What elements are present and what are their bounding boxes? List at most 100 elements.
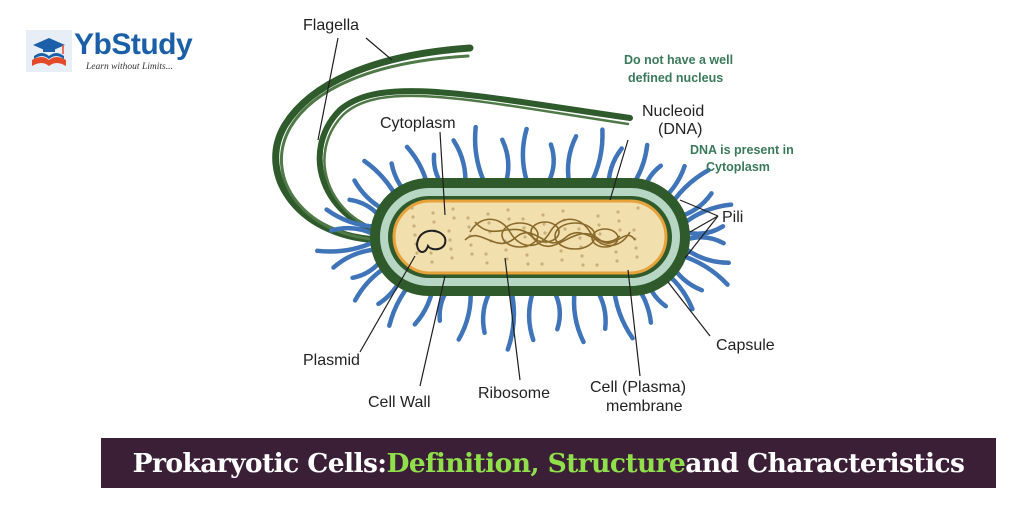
ribosome <box>486 212 490 216</box>
ribosome <box>431 211 435 215</box>
plasmid-loop <box>416 229 447 253</box>
nucleoid-dna <box>464 218 636 250</box>
ribosome <box>452 216 456 220</box>
ribosome <box>469 243 473 247</box>
ribosome <box>448 238 452 242</box>
label-cytoplasm: Cytoplasm <box>380 115 456 132</box>
ribosome <box>523 235 527 239</box>
banner-title-part3: and Characteristics <box>685 447 965 479</box>
pilus <box>472 124 488 187</box>
ribosome <box>563 227 567 231</box>
ribosome <box>581 263 585 267</box>
flagella <box>272 44 633 244</box>
note-nucleus-line1: Do not have a well <box>624 53 733 67</box>
ribosome <box>543 231 547 235</box>
pilus <box>571 287 586 345</box>
graduation-cap-book-icon <box>26 30 72 72</box>
cell-body <box>370 178 690 296</box>
ribosome <box>411 215 415 219</box>
ribosome <box>616 210 620 214</box>
ribosome <box>467 225 471 229</box>
ribosome <box>617 219 621 223</box>
leader-lines <box>317 37 719 387</box>
prokaryotic-cell-diagram: Flagella Cytoplasm Nucleoid (DNA) Pili C… <box>272 17 794 415</box>
ribosome <box>577 227 581 231</box>
ribosome <box>412 224 416 228</box>
pilus <box>526 289 536 343</box>
ybstudy-logo[interactable]: YbStudy Learn without Limits... <box>26 28 216 75</box>
ribosome <box>413 233 417 237</box>
ribosome <box>634 246 638 250</box>
note-dna-line2: Cytoplasm <box>706 160 770 174</box>
ribosome <box>484 252 488 256</box>
ribosome <box>506 208 510 212</box>
ribosome <box>410 206 414 210</box>
pilus <box>683 235 726 246</box>
cytoplasm-region <box>392 199 668 275</box>
ribosome <box>507 217 511 221</box>
ribosome <box>598 232 602 236</box>
pilus <box>520 126 530 185</box>
ribosome <box>541 213 545 217</box>
label-membrane: membrane <box>606 398 683 415</box>
ribosome <box>525 253 529 257</box>
pilus <box>315 239 377 254</box>
pilus <box>500 137 511 185</box>
banner-title-part1: Prokaryotic Cells: <box>132 447 387 479</box>
ribosome <box>540 262 544 266</box>
ribosome <box>447 229 451 233</box>
ribosome <box>560 258 564 262</box>
ribosome <box>504 248 508 252</box>
ribosome <box>429 251 433 255</box>
label-capsule: Capsule <box>716 337 775 354</box>
label-cell-plasma: Cell (Plasma) <box>590 379 686 396</box>
pilus <box>587 127 605 189</box>
label-nucleoid-dna: (DNA) <box>658 121 702 138</box>
ribosome <box>595 263 599 267</box>
ribosome <box>580 254 584 258</box>
ribosome <box>466 216 470 220</box>
ribosome <box>470 252 474 256</box>
ribosome <box>542 222 546 226</box>
ribosome <box>578 236 582 240</box>
ribosome <box>432 220 436 224</box>
ribosome <box>632 228 636 232</box>
ribosome <box>561 209 565 213</box>
pilus <box>505 289 517 352</box>
ribosome <box>430 260 434 264</box>
pilus <box>546 142 556 185</box>
ribosome <box>596 214 600 218</box>
note-dna-line1: DNA is present in <box>690 143 794 157</box>
label-plasmid: Plasmid <box>303 352 360 369</box>
ribosome <box>485 261 489 265</box>
banner-title-highlight: Definition, Structure <box>386 447 686 479</box>
ribosome <box>449 247 453 251</box>
label-ribosome: Ribosome <box>478 385 550 402</box>
ribosome <box>487 221 491 225</box>
logo-tagline: Learn without Limits... <box>86 62 173 72</box>
label-nucleoid: Nucleoid <box>642 103 704 120</box>
ribosome <box>614 250 618 254</box>
ribosome <box>451 207 455 211</box>
ribosome <box>450 256 454 260</box>
label-flagella: Flagella <box>303 17 359 34</box>
logo-brand: YbStudy <box>74 28 193 61</box>
ribosome <box>635 255 639 259</box>
label-cell-wall: Cell Wall <box>368 394 431 411</box>
ribosome <box>505 257 509 261</box>
ribosome <box>559 249 563 253</box>
ribosome <box>415 251 419 255</box>
ribosome <box>522 226 526 230</box>
label-pili: Pili <box>722 209 743 226</box>
ribosome <box>615 259 619 263</box>
ribosome <box>618 228 622 232</box>
title-banner: Prokaryotic Cells: Definition, Structure… <box>101 438 996 488</box>
ribosome <box>521 217 525 221</box>
ribosome <box>636 206 640 210</box>
pilus <box>551 289 563 332</box>
ribosome <box>597 223 601 227</box>
note-nucleus-line2: defined nucleus <box>628 71 723 85</box>
pilus <box>480 287 493 336</box>
ribosome <box>526 262 530 266</box>
pilus <box>565 134 579 187</box>
